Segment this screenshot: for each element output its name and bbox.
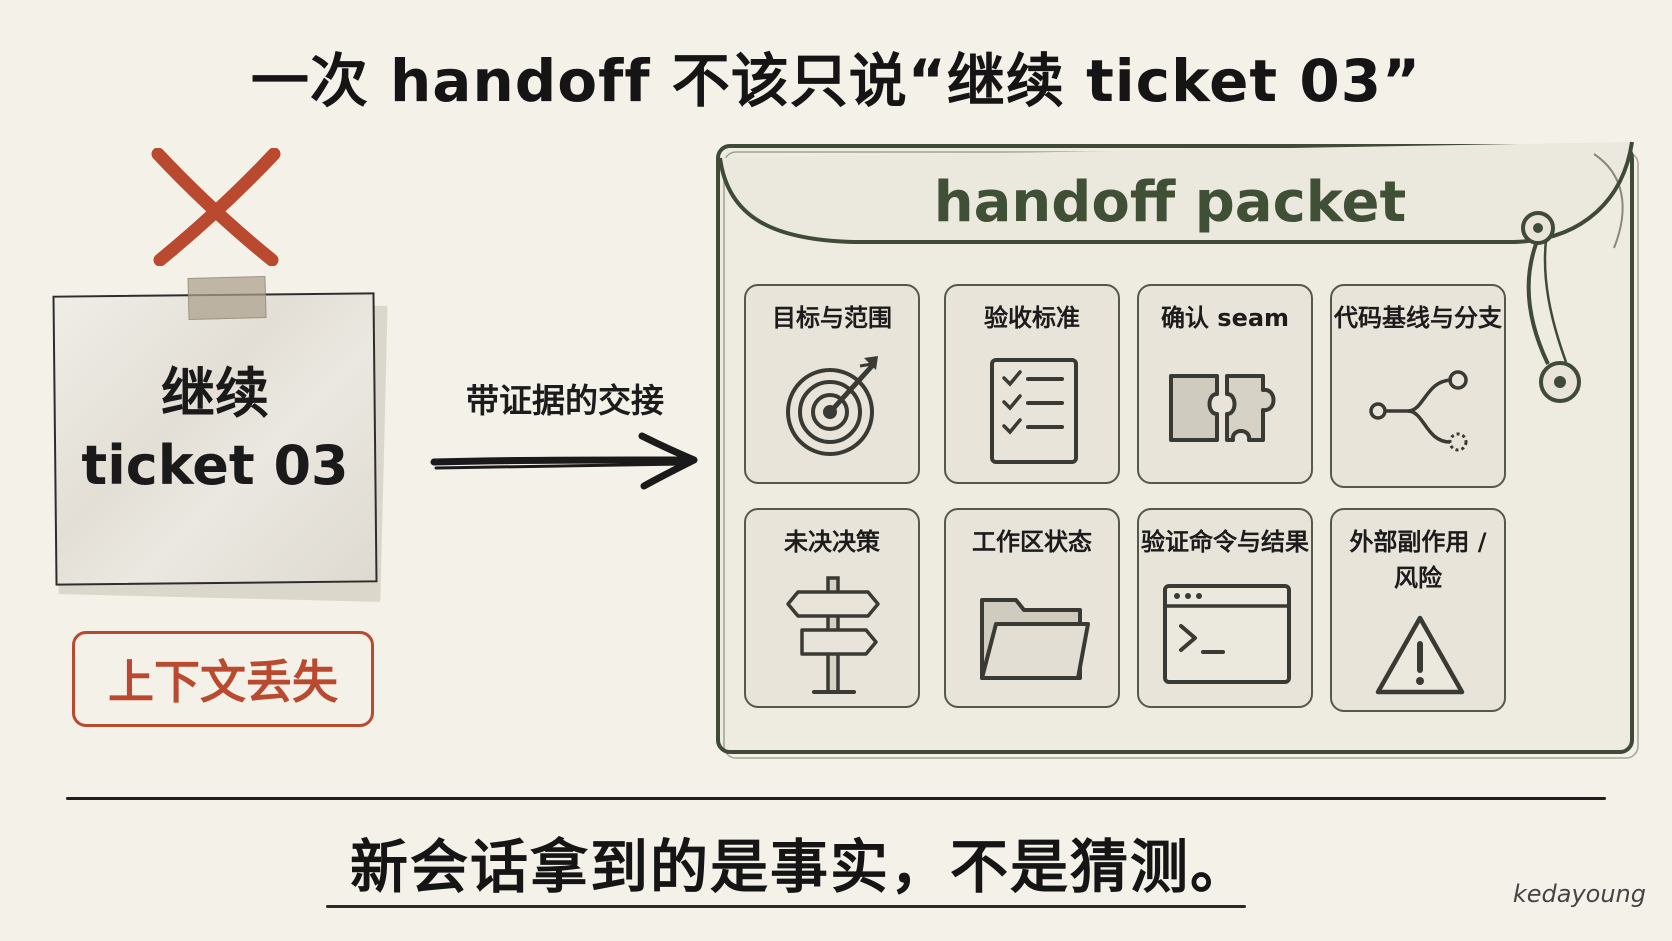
note-line-1: 继续 [161,362,269,425]
packet-item-label: 验证命令与结果 [1141,528,1309,556]
underline [326,905,1246,908]
packet-item-seam: 确认 seam [1137,284,1313,484]
packet-item-label: 外部副作用 / 风险 [1349,528,1487,592]
packet-item-label: 未决决策 [784,528,880,556]
packet-item-decisions: 未决决策 [744,508,920,708]
folder-icon [980,598,1090,680]
packet-item-workspace: 工作区状态 [944,508,1120,708]
checklist-icon [990,358,1078,464]
packet-item-verification: 验证命令与结果 [1137,508,1313,708]
packet-item-label: 验收标准 [984,304,1080,332]
packet-item-scope: 目标与范围 [744,284,920,484]
signature: kedayoung [1512,880,1646,908]
packet-item-label: 工作区状态 [972,528,1092,556]
puzzle-icon [1169,374,1276,442]
divider-line [66,797,1606,800]
packet-item-baseline: 代码基线与分支 [1330,284,1506,488]
packet-item-label: 目标与范围 [772,304,892,332]
signpost-icon [786,576,880,694]
tape [187,275,267,321]
warning-icon [1375,615,1465,695]
note-text: 继续 ticket 03 [54,358,376,502]
branch-icon [1369,370,1468,452]
packet-title: handoff packet [933,170,1407,235]
packet-item-risk: 外部副作用 / 风险 [1330,508,1506,712]
terminal-icon [1163,584,1291,684]
packet-item-acceptance: 验收标准 [944,284,1120,484]
note-line-2: ticket 03 [81,434,349,497]
footer-caption: 新会话拿到的是事实，不是猜测。 [349,833,1250,901]
page-title: 一次 handoff 不该只说“继续 ticket 03” [250,47,1422,115]
target-icon [786,356,878,456]
arrow-label: 带证据的交接 [466,381,664,420]
packet-item-label: 确认 seam [1160,304,1290,332]
arrow-right-icon [430,432,698,490]
packet-item-label: 代码基线与分支 [1334,304,1502,332]
context-lost-badge: 上下文丢失 [72,631,374,727]
cross-icon [151,148,281,266]
